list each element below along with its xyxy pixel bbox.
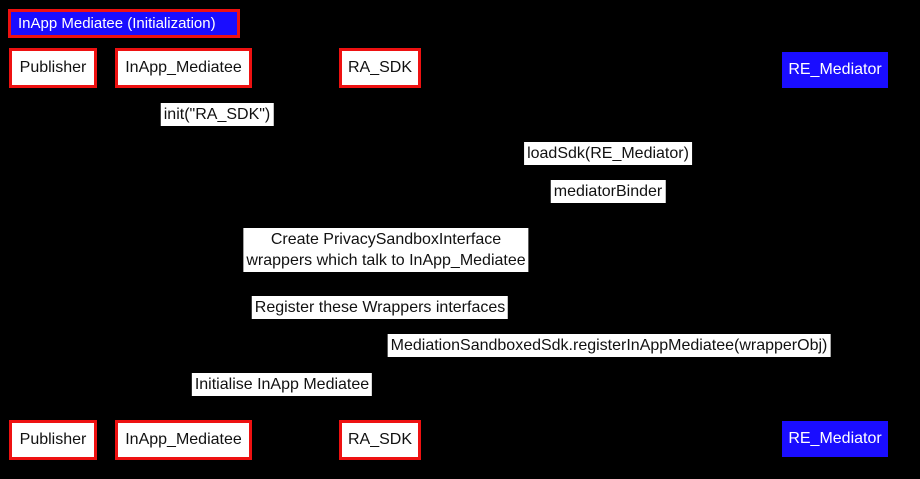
participant-ra-sdk-bottom: RA_SDK: [339, 420, 421, 460]
participant-publisher-bottom: Publisher: [9, 420, 97, 460]
participant-ra-sdk-top: RA_SDK: [339, 48, 421, 88]
message-register-wrappers: Register these Wrappers interfaces: [251, 296, 509, 319]
message-create-wrappers: Create PrivacySandboxInterface wrappers …: [243, 228, 529, 272]
message-load-sdk: loadSdk(RE_Mediator): [524, 142, 692, 165]
message-register-inapp-mediatee: MediationSandboxedSdk.registerInAppMedia…: [387, 334, 831, 357]
participant-inapp-mediatee-top: InApp_Mediatee: [115, 48, 252, 88]
lifeline-inapp-mediatee: [183, 88, 184, 420]
participant-inapp-mediatee-bottom: InApp_Mediatee: [115, 420, 252, 460]
lifeline-re-mediator: [835, 88, 836, 420]
message-initialise-inapp-mediatee: Initialise InApp Mediatee: [191, 373, 373, 396]
lifeline-publisher: [53, 88, 54, 420]
participant-re-mediator-top: RE_Mediator: [782, 52, 888, 88]
participant-publisher-top: Publisher: [9, 48, 97, 88]
message-mediator-binder: mediatorBinder: [550, 180, 666, 203]
diagram-title: InApp Mediatee (Initialization): [8, 9, 240, 38]
message-init-ra-sdk: init("RA_SDK"): [160, 103, 274, 126]
participant-re-mediator-bottom: RE_Mediator: [782, 421, 888, 457]
